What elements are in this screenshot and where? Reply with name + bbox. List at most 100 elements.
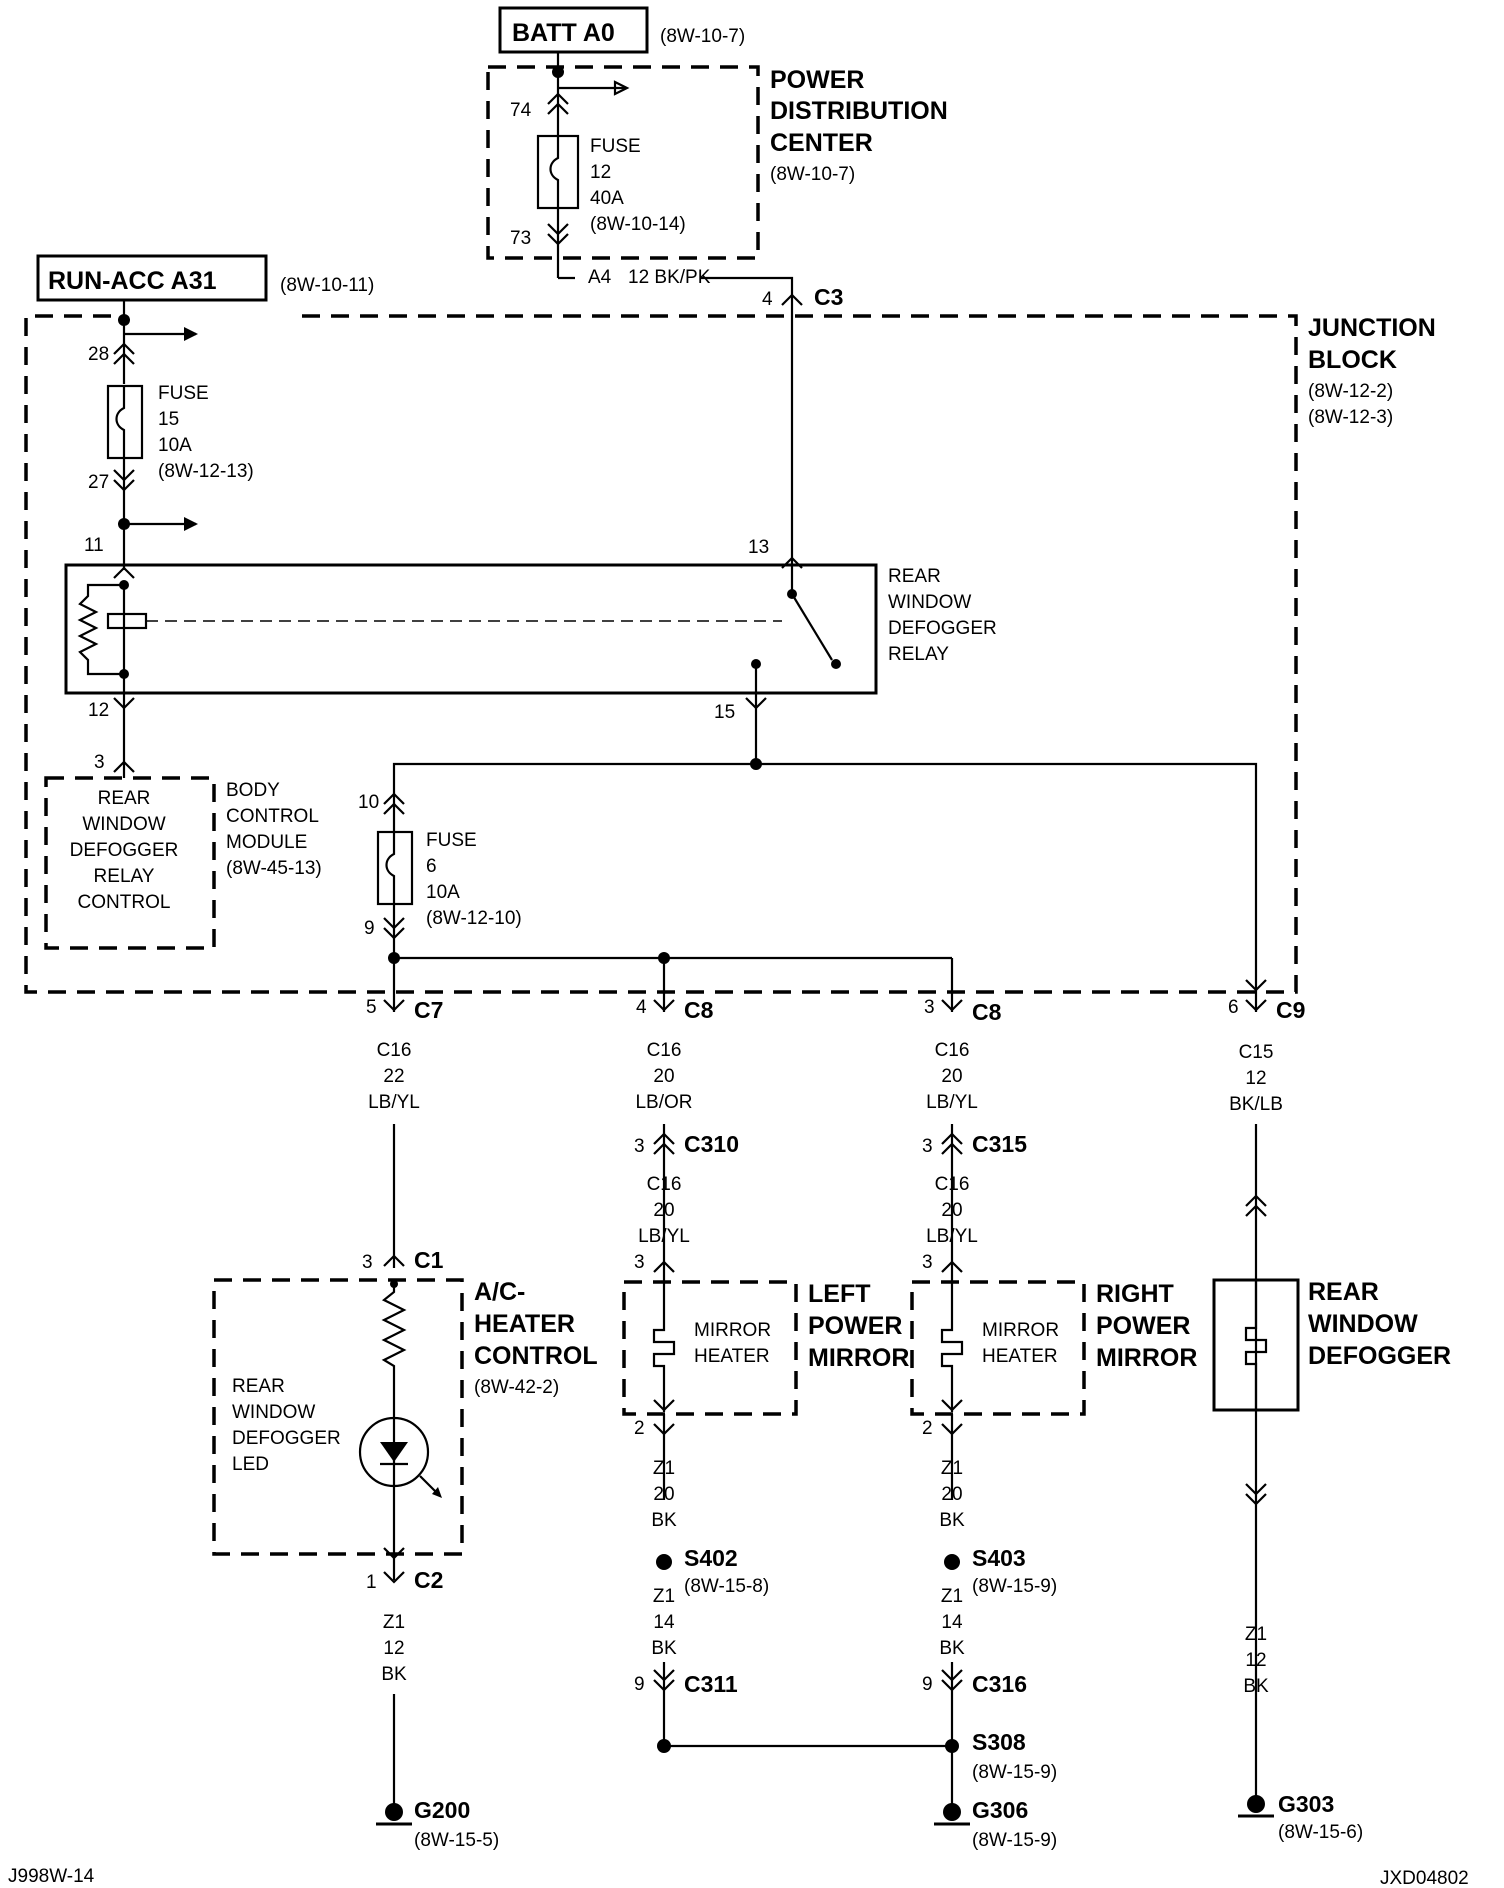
fuse6-pin-out: 9 xyxy=(364,918,375,939)
fuse-12-ref: (8W-10-14) xyxy=(590,214,686,235)
splice-s403 xyxy=(944,1554,960,1570)
connector-c310 xyxy=(653,1132,675,1155)
c1-label: C1 xyxy=(414,1247,444,1273)
g306-ref: (8W-15-9) xyxy=(972,1830,1057,1851)
defogger-title-3: DEFOGGER xyxy=(1308,1342,1451,1370)
relay-title-4: RELAY xyxy=(888,644,949,665)
ac-heater-control xyxy=(212,1278,464,1556)
bcm-box-5: CONTROL xyxy=(78,892,171,913)
c9-label: C9 xyxy=(1276,997,1305,1023)
connector-74 xyxy=(547,92,569,115)
connector-15 xyxy=(745,697,767,710)
rm-gw-3: BK xyxy=(939,1510,965,1531)
g306-label: G306 xyxy=(972,1797,1028,1823)
connector-12 xyxy=(113,697,135,710)
connector-c3 xyxy=(781,293,803,306)
pdc-outline xyxy=(486,65,760,260)
connector-defogger-out xyxy=(1245,1483,1267,1506)
c7-wire-1: C16 xyxy=(377,1040,412,1061)
connector-c2-top xyxy=(383,1547,405,1560)
c9-wire-2: 12 xyxy=(1245,1068,1266,1089)
led-label-3: DEFOGGER xyxy=(232,1428,341,1449)
lm-pin-out: 2 xyxy=(634,1418,645,1439)
pdc-pin-73: 73 xyxy=(510,228,531,249)
hvac-gw-2: 12 xyxy=(383,1638,404,1659)
fuse-12-rating: 40A xyxy=(590,188,624,209)
hvac-title-1: A/C- xyxy=(474,1278,525,1306)
rm-title-2: POWER xyxy=(1096,1312,1190,1340)
fuse15-rating: 10A xyxy=(158,435,192,456)
connector-c315 xyxy=(941,1132,963,1155)
hvac-title-3: CONTROL xyxy=(474,1342,598,1370)
c9-wire-3: BK/LB xyxy=(1229,1094,1283,1115)
rm-wire2-3: LB/YL xyxy=(926,1226,978,1247)
right-mirror-heater xyxy=(940,1280,964,1412)
connector-28 xyxy=(113,342,135,365)
rm-gw-1: Z1 xyxy=(941,1458,963,1479)
c8l-wire-2: 20 xyxy=(653,1066,674,1087)
connector-c8-right xyxy=(941,999,963,1012)
lm-title-1: LEFT xyxy=(808,1280,871,1308)
defogger-title-2: WINDOW xyxy=(1308,1310,1418,1338)
lm-w3-1: Z1 xyxy=(653,1586,675,1607)
pdc-ref: (8W-10-7) xyxy=(770,164,855,185)
connector-11 xyxy=(113,566,135,579)
led-label-4: LED xyxy=(232,1454,269,1475)
rm-gw-2: 20 xyxy=(941,1484,962,1505)
connector-rm-in xyxy=(941,1260,963,1273)
lm-w3-2: 14 xyxy=(653,1612,675,1633)
footer-right: JXD04802 xyxy=(1380,1868,1469,1888)
c9-pin: 6 xyxy=(1228,997,1239,1018)
lm-gw-2: 20 xyxy=(653,1484,674,1505)
fuse-12-number: 12 xyxy=(590,162,611,183)
body-control-module xyxy=(44,776,216,950)
rear-window-defogger-relay xyxy=(64,563,878,695)
c315-pin: 3 xyxy=(922,1136,933,1157)
c316-label: C316 xyxy=(972,1671,1027,1697)
bcm-title-3: MODULE xyxy=(226,832,307,853)
bcm-title-2: CONTROL xyxy=(226,806,319,827)
hvac-gw-3: BK xyxy=(381,1664,407,1685)
led-label-2: WINDOW xyxy=(232,1402,315,1423)
s403-label: S403 xyxy=(972,1545,1026,1571)
hvac-title-2: HEATER xyxy=(474,1310,575,1338)
run-acc-box xyxy=(36,254,268,302)
rm-wire2-1: C16 xyxy=(935,1174,970,1195)
c8r-pin: 3 xyxy=(924,997,935,1018)
c8r-label: C8 xyxy=(972,999,1002,1025)
lm-gw-1: Z1 xyxy=(653,1458,675,1479)
c8l-label: C8 xyxy=(684,997,714,1023)
c9-wire-1: C15 xyxy=(1239,1042,1274,1063)
c1-pin: 3 xyxy=(362,1252,373,1273)
lm-title-3: MIRROR xyxy=(808,1344,909,1372)
fuse15-number: 15 xyxy=(158,409,179,430)
c8l-wire-3: LB/OR xyxy=(635,1092,692,1113)
fuse15-pin-out: 27 xyxy=(88,472,109,493)
fuse-12-label: FUSE xyxy=(590,136,641,157)
left-power-mirror xyxy=(622,1280,798,1416)
df-gw-2: 12 xyxy=(1245,1650,1266,1671)
relay-coil xyxy=(106,612,148,630)
c8r-wire-3: LB/YL xyxy=(926,1092,978,1113)
fuse15-pin-in: 28 xyxy=(88,344,109,365)
fuse15-ref: (8W-12-13) xyxy=(158,461,254,482)
c8r-wire-2: 20 xyxy=(941,1066,962,1087)
rm-wire2-2: 20 xyxy=(941,1200,962,1221)
lm-heater-2: HEATER xyxy=(694,1346,770,1367)
feed-circuit: A4 xyxy=(588,267,612,288)
df-gw-1: Z1 xyxy=(1245,1624,1267,1645)
relay-pin-13: 13 xyxy=(748,537,769,558)
c8l-pin: 4 xyxy=(636,997,647,1018)
c2-label: C2 xyxy=(414,1567,443,1593)
connector-lm-in xyxy=(653,1260,675,1273)
hvac-ref: (8W-42-2) xyxy=(474,1377,559,1398)
rm-pin-out: 2 xyxy=(922,1418,933,1439)
connector-defogger-in xyxy=(1245,1194,1267,1217)
connector-c311 xyxy=(653,1669,675,1692)
connector-bcm-3 xyxy=(113,760,135,773)
g200-ref: (8W-15-5) xyxy=(414,1830,499,1851)
connector-c7 xyxy=(383,999,405,1012)
c316-pin: 9 xyxy=(922,1674,933,1695)
g303-label: G303 xyxy=(1278,1791,1334,1817)
